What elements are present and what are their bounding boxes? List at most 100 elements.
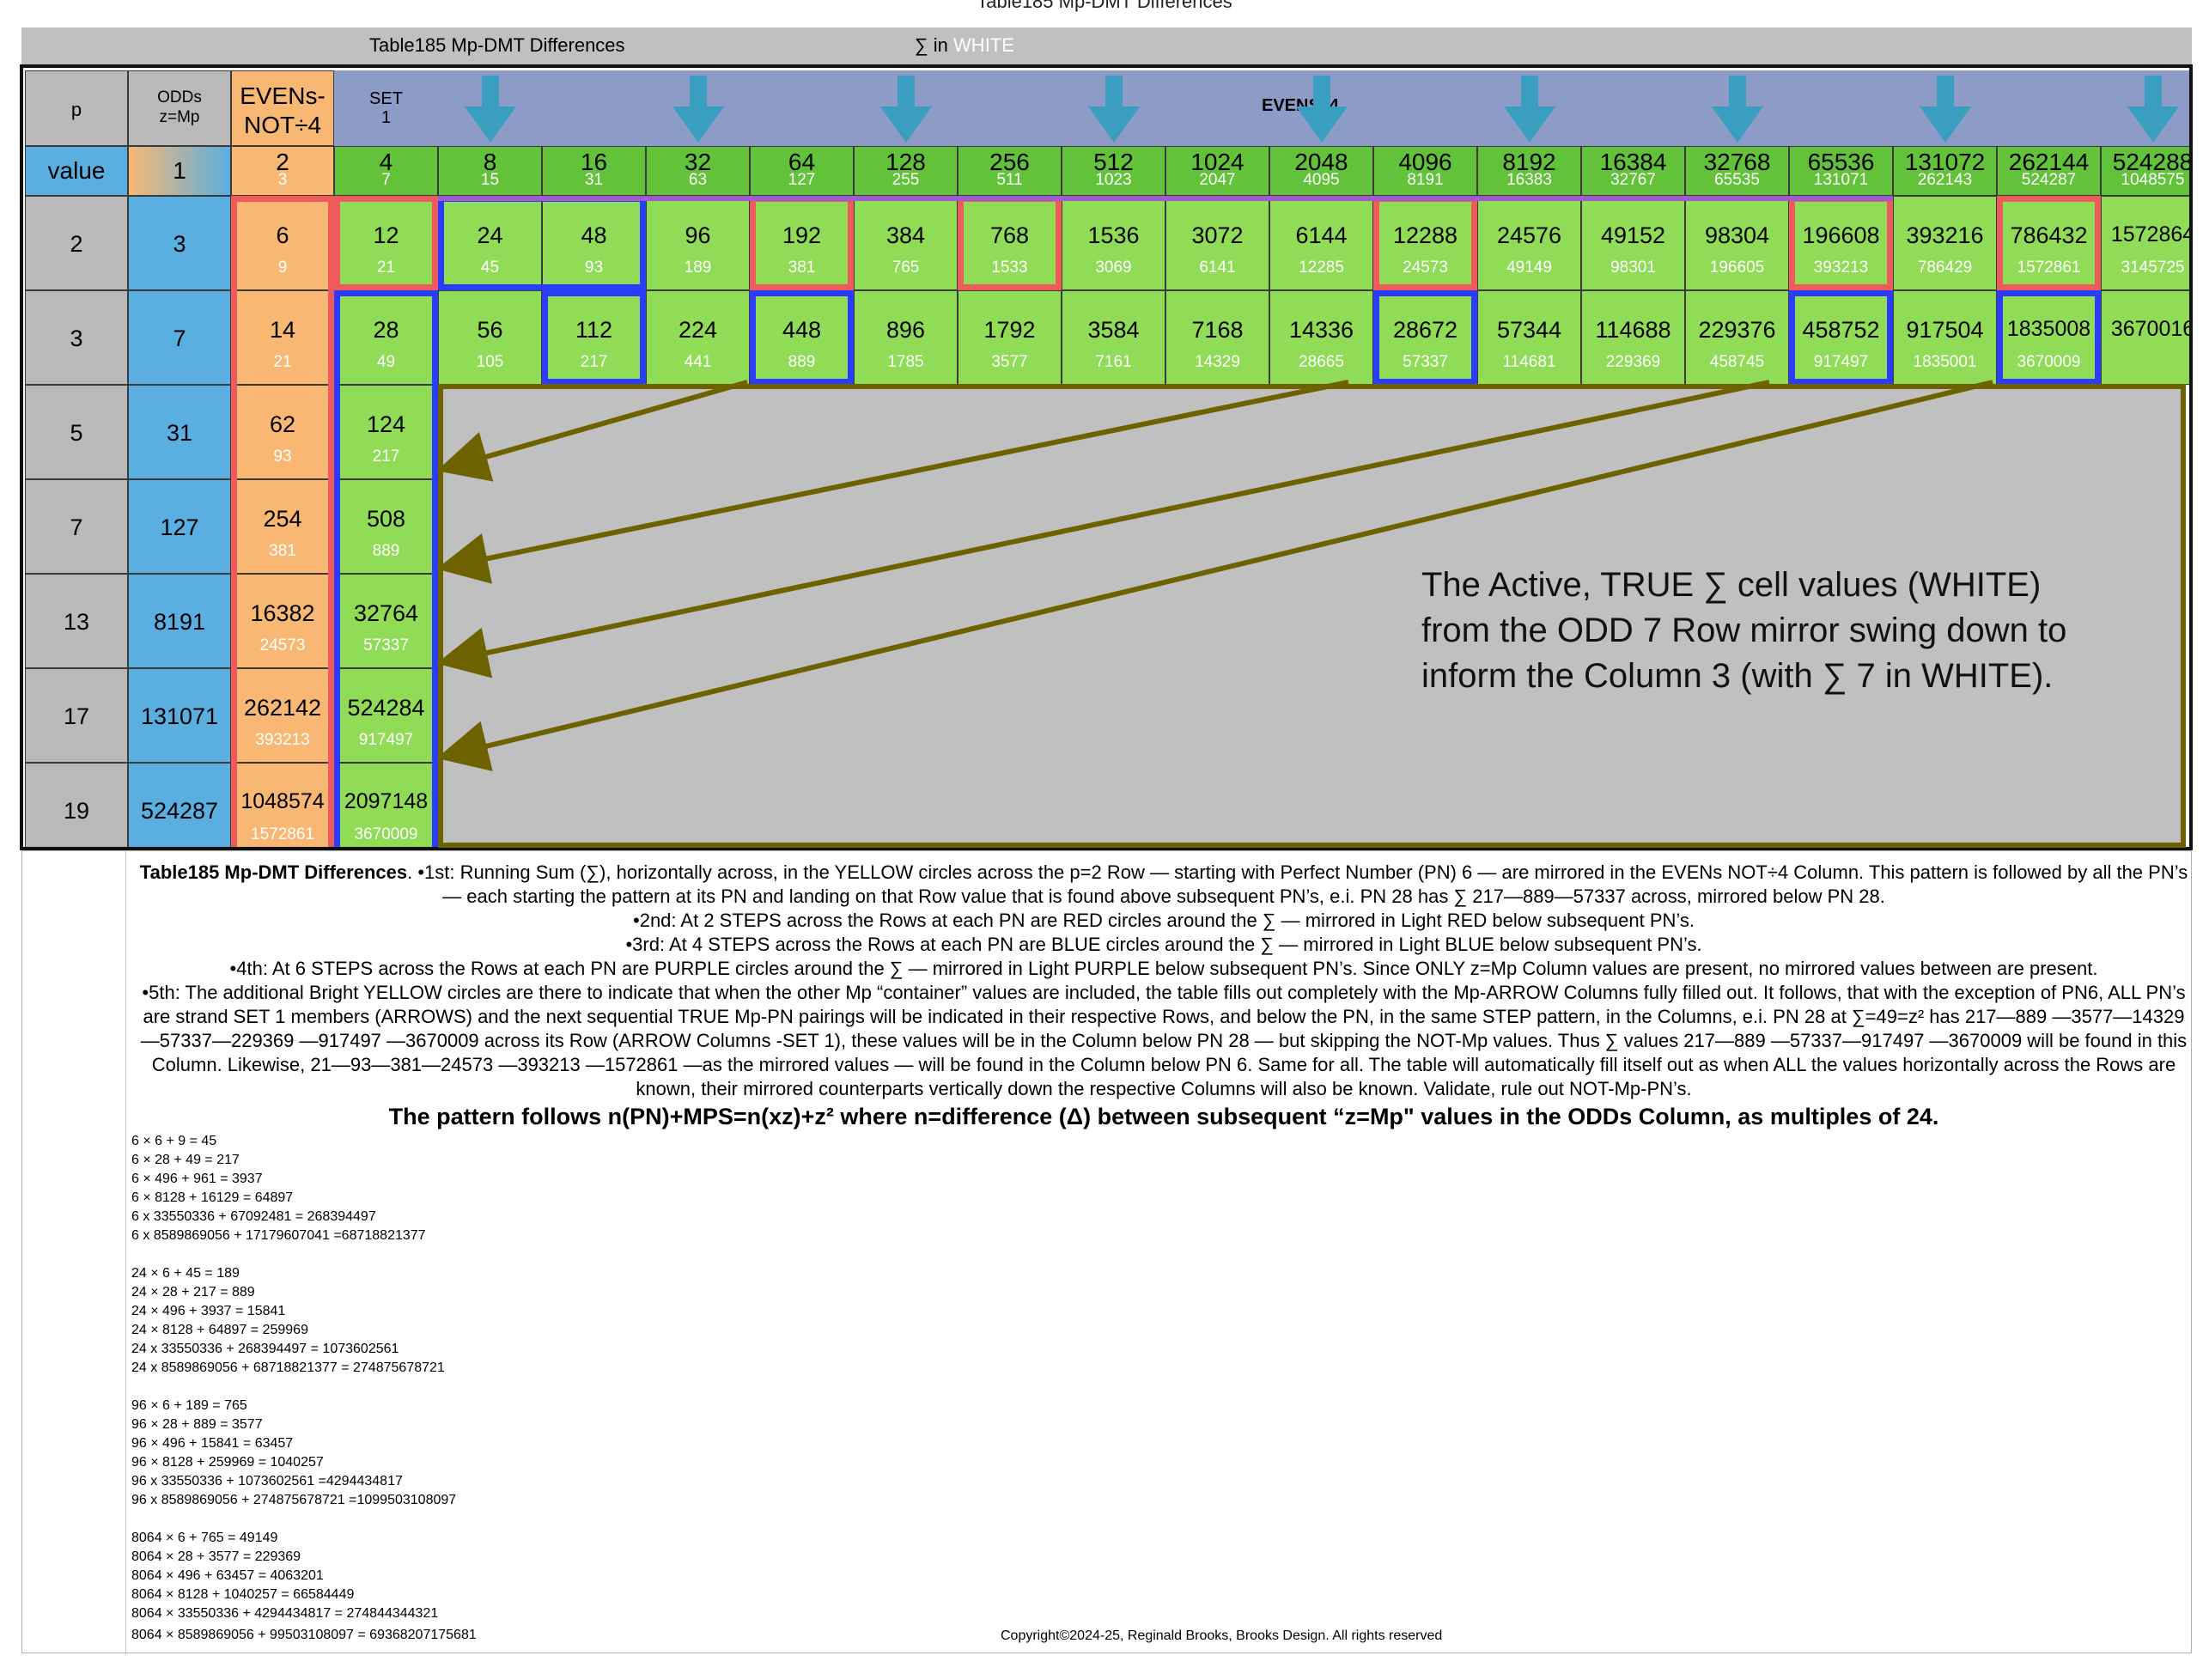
row-p-cell: 2 [25,196,128,290]
cell-sum: 6141 [1199,259,1236,277]
cell-sum: 45 [480,259,500,277]
purple-row-highlight [438,196,1893,201]
power-value: 16384 [1599,149,1667,175]
power-value: 256 [989,149,1030,175]
cell-value: 16382 [250,600,315,626]
mirror-arrow [436,380,748,482]
row-p-value: 13 [63,609,90,635]
row-odd-cell: 3 [128,196,231,290]
power-sum: 127 [788,171,816,189]
down-arrow-icon [1919,76,1971,144]
equation-line: 96 × 496 + 15841 = 63457 [131,1436,294,1451]
description-zone [21,850,2192,1654]
equation-line: 6 × 496 + 961 = 3937 [131,1172,263,1186]
cell-value: 384 [885,222,926,248]
description-left-column [22,851,126,1654]
blue-cell-highlight [750,290,854,385]
cell-value: 448 [782,317,822,343]
cell-value: 768 [989,222,1030,248]
cell-sum: 3069 [1095,259,1132,277]
cell-value: 508 [366,506,406,532]
cell-value: 1792 [983,317,1036,343]
cell-value: 192 [782,222,822,248]
power-sum: 4095 [1303,171,1340,189]
cell-sum: 765 [892,259,920,277]
cell-value: 7168 [1191,317,1244,343]
power-sum: 3 [277,171,288,189]
cell-value: 1536 [1087,222,1140,248]
power-value: 128 [885,149,926,175]
cell-value: 124 [366,411,406,437]
cell-sum: 393213 [255,731,310,749]
row-p-cell: 5 [25,385,128,479]
equation-line: 96 x 8589869056 + 274875678721 =10995031… [131,1493,457,1507]
row-odd-value: 7 [173,326,186,351]
equation-line: 6 x 33550336 + 67092481 = 268394497 [131,1209,376,1224]
cell-value: 96 [685,222,711,248]
cell-sum: 229369 [1605,353,1661,371]
cell-sum: 105 [476,353,504,371]
cell-sum: 217 [580,353,608,371]
down-arrow-icon [879,76,932,144]
down-arrow-icon [1087,76,1140,144]
table-title: Table185 Mp-DMT Differences [369,34,625,56]
cell-sum: 9 [277,259,288,277]
description-step-3: •3rd: At 4 STEPS across the Rows at each… [625,934,1702,955]
cell-value: 917504 [1906,317,1984,343]
cell-value: 57344 [1496,317,1562,343]
cell-value: 24576 [1496,222,1562,248]
cell-sum: 917497 [1813,353,1869,371]
annotation-text: The Active, TRUE ∑ cell values (WHITE) f… [1421,566,2067,695]
cell-value: 14 [269,317,296,343]
blue-cell-highlight [542,290,646,385]
cell-sum: 458745 [1709,353,1765,371]
header-band: Table185 Mp-DMT Differences ∑ in WHITE [21,27,2192,66]
description-text: Table185 Mp-DMT Differences. •1st: Runni… [137,861,2190,1101]
cell-value: 12 [373,222,399,248]
equation-line: 6 x 8589869056 + 17179607041 =6871882137… [131,1228,426,1243]
cell-value: 14336 [1288,317,1354,343]
cell-value: 458752 [1802,317,1880,343]
cell-sum: 98301 [1610,259,1656,277]
cell-value: 896 [885,317,926,343]
cell-value: 28672 [1392,317,1458,343]
cell-sum: 189 [684,259,712,277]
cell-value: 224 [678,317,718,343]
annotation-panel [438,384,2186,848]
cell-value: 786432 [2010,222,2088,248]
cell-sum: 7161 [1095,353,1132,371]
row-odd-cell: 31 [128,385,231,479]
heading-set1: SET 1 [369,89,403,127]
row-odd-value: 131071 [140,703,219,729]
cell-sum: 24573 [1403,259,1448,277]
power-sum: 511 [996,171,1023,189]
equation-line: 8064 × 496 + 63457 = 4063201 [131,1568,324,1583]
row-odd-cell: 131071 [128,668,231,763]
cell-sum: 93 [584,259,604,277]
row-p-cell: 13 [25,574,128,668]
cell-value: 56 [477,317,503,343]
power-sum: 2047 [1199,171,1236,189]
power-sum: 32767 [1610,171,1656,189]
power-value: 32768 [1703,149,1771,175]
